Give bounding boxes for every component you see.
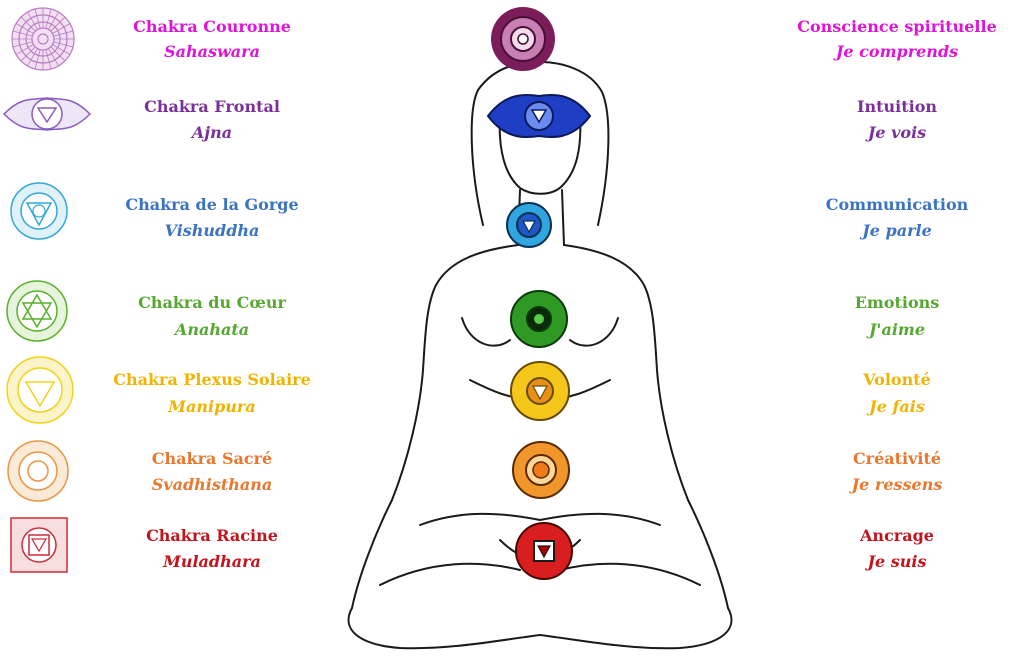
- crown-petal-line: [45, 49, 52, 70]
- chakra-theme: Conscience spirituelle: [797, 17, 997, 36]
- crown-petal-line: [20, 16, 36, 32]
- third-eye-icon: [2, 92, 92, 136]
- chakra-name: Chakra Plexus Solaire: [113, 370, 311, 389]
- chakra-sanskrit: Anahata: [174, 320, 250, 339]
- crown-petal-line: [34, 8, 41, 29]
- crown-petal-line: [45, 8, 52, 29]
- crown-petal-line: [50, 46, 66, 62]
- crown-petal-line: [53, 41, 74, 48]
- chakra-theme: Volonté: [863, 370, 931, 389]
- chakra-name: Chakra Sacré: [151, 449, 273, 468]
- chakra-sanskrit: Vishuddha: [164, 221, 260, 240]
- chakra-affirmation: Je fais: [869, 397, 925, 416]
- chakra-sanskrit: Sahaswara: [164, 42, 260, 61]
- heart-star-icon: [4, 278, 70, 344]
- crown-petal-line: [48, 11, 59, 30]
- crown-petal-line: [48, 48, 59, 67]
- crown-petal-line: [15, 44, 34, 55]
- meditating-figure: [318, 0, 778, 661]
- chakra-theme: Communication: [825, 195, 969, 214]
- crown-petal-line: [12, 41, 33, 48]
- chakra-name: Chakra Frontal: [144, 97, 280, 116]
- chakra-name: Chakra Couronne: [133, 17, 291, 36]
- chakra-affirmation: Je comprends: [835, 42, 959, 61]
- chakra-affirmation: Je ressens: [851, 475, 943, 494]
- chakra-theme: Ancrage: [860, 526, 934, 545]
- chakra-sanskrit: Muladhara: [163, 552, 261, 571]
- solar-lotus-icon: [4, 354, 76, 426]
- crown-petal-line: [12, 30, 33, 37]
- crown-lotus-icon: [8, 4, 78, 74]
- chakra-name: Chakra de la Gorge: [125, 195, 299, 214]
- chakra-name: Chakra Racine: [146, 526, 278, 545]
- chakra-affirmation: Je vois: [867, 123, 927, 142]
- heart-chakra-flower: [505, 288, 573, 350]
- solar-plexus-chakra-flower: [508, 360, 572, 422]
- crown-petal-line: [53, 30, 74, 37]
- chakra-affirmation: Je suis: [867, 552, 927, 571]
- sacral-chakra-flower: [511, 438, 571, 502]
- chakra-theme: Emotions: [854, 293, 940, 312]
- chakra-sanskrit: Svadhisthana: [151, 475, 273, 494]
- chakra-theme: Intuition: [857, 97, 937, 116]
- root-square-icon: [6, 514, 72, 576]
- chakra-affirmation: J'aime: [868, 320, 926, 339]
- crown-petal-line: [27, 48, 38, 67]
- throat-chakra-flower: [504, 200, 554, 250]
- crown-petal-line: [50, 16, 66, 32]
- root-chakra-flower: [514, 520, 574, 582]
- chakra-sanskrit: Ajna: [191, 123, 233, 142]
- crown-petal-line: [27, 11, 38, 30]
- crown-chakra-flower: [488, 4, 558, 74]
- crown-petal-line: [52, 23, 71, 34]
- crown-petal-line: [34, 49, 41, 70]
- crown-petal-line: [15, 23, 34, 34]
- sacral-lotus-icon: [2, 438, 74, 504]
- chakra-theme: Créativité: [852, 449, 942, 468]
- third-eye-chakra-flower: [486, 88, 592, 144]
- crown-petal-line: [20, 46, 36, 62]
- throat-lotus-icon: [4, 181, 74, 241]
- chakra-affirmation: Je parle: [862, 221, 932, 240]
- chakra-sanskrit: Manipura: [168, 397, 256, 416]
- chakra-name: Chakra du Cœur: [138, 293, 286, 312]
- crown-petal-line: [52, 44, 71, 55]
